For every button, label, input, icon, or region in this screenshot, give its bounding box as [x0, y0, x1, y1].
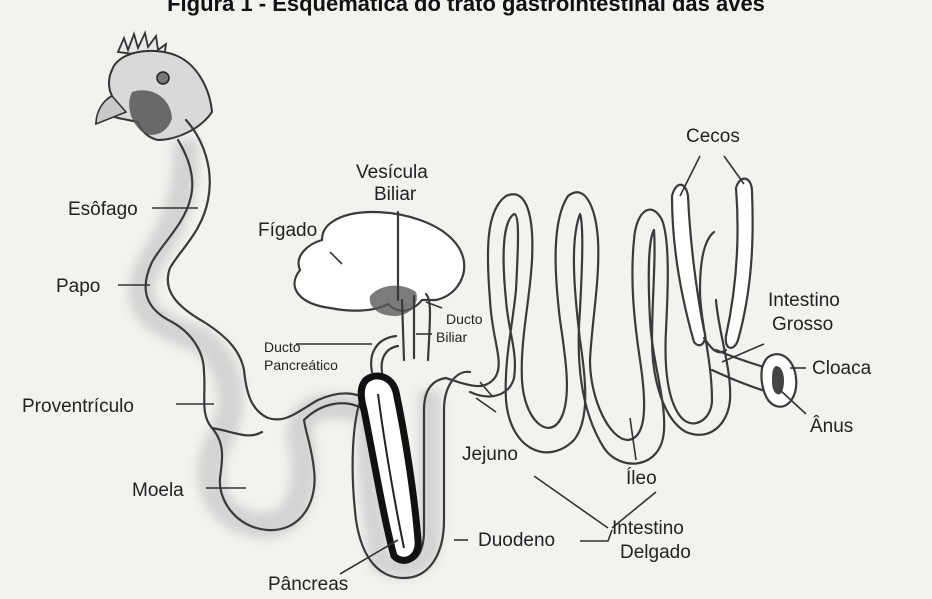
liver	[295, 212, 465, 316]
label-intestino-delgado-line1: Intestino	[612, 518, 684, 539]
label-intestino-grosso-line1: Intestino	[768, 290, 840, 311]
label-figado: Fígado	[258, 220, 317, 241]
label-vesicula-line2: Biliar	[374, 184, 417, 205]
label-duodeno: Duodeno	[478, 530, 555, 551]
pancreatic-duct-tubes	[371, 336, 398, 372]
delgado-leader-b	[534, 476, 608, 528]
label-ducto-pancreatico-line1: Ducto	[264, 339, 301, 355]
jejuno-leader-b	[476, 398, 496, 412]
eye-shape	[157, 72, 169, 84]
label-intestino-grosso-line2: Grosso	[772, 314, 833, 335]
label-cloaca: Cloaca	[812, 358, 872, 379]
label-ducto-biliar-line1: Ducto	[446, 311, 483, 327]
label-intestino-delgado-line2: Delgado	[620, 542, 691, 563]
cecum-right-shape	[726, 179, 753, 348]
cecos-leader-b	[724, 156, 744, 184]
delgado-leader-a	[580, 530, 612, 541]
label-papo: Papo	[56, 276, 100, 297]
label-cecos: Cecos	[686, 126, 740, 147]
label-moela: Moela	[132, 480, 184, 501]
chicken-head	[96, 33, 212, 140]
label-jejuno: Jejuno	[462, 444, 518, 465]
label-anus: Ânus	[810, 415, 853, 437]
large-intestine	[712, 350, 796, 407]
label-ileo: Íleo	[626, 468, 657, 489]
cecos-leader-a	[680, 156, 700, 196]
cecum-left-shape	[672, 185, 705, 345]
ducto-biliar-leader-a	[426, 302, 442, 308]
label-ducto-pancreatico-line2: Pancreático	[264, 357, 338, 373]
label-vesicula-line1: Vesícula	[356, 162, 428, 183]
label-ducto-biliar-line2: Biliar	[436, 329, 467, 345]
label-proventriculo: Proventrículo	[22, 396, 134, 417]
ceca	[672, 179, 753, 353]
label-pancreas: Pâncreas	[268, 574, 348, 595]
label-esofago: Esôfago	[68, 199, 138, 220]
